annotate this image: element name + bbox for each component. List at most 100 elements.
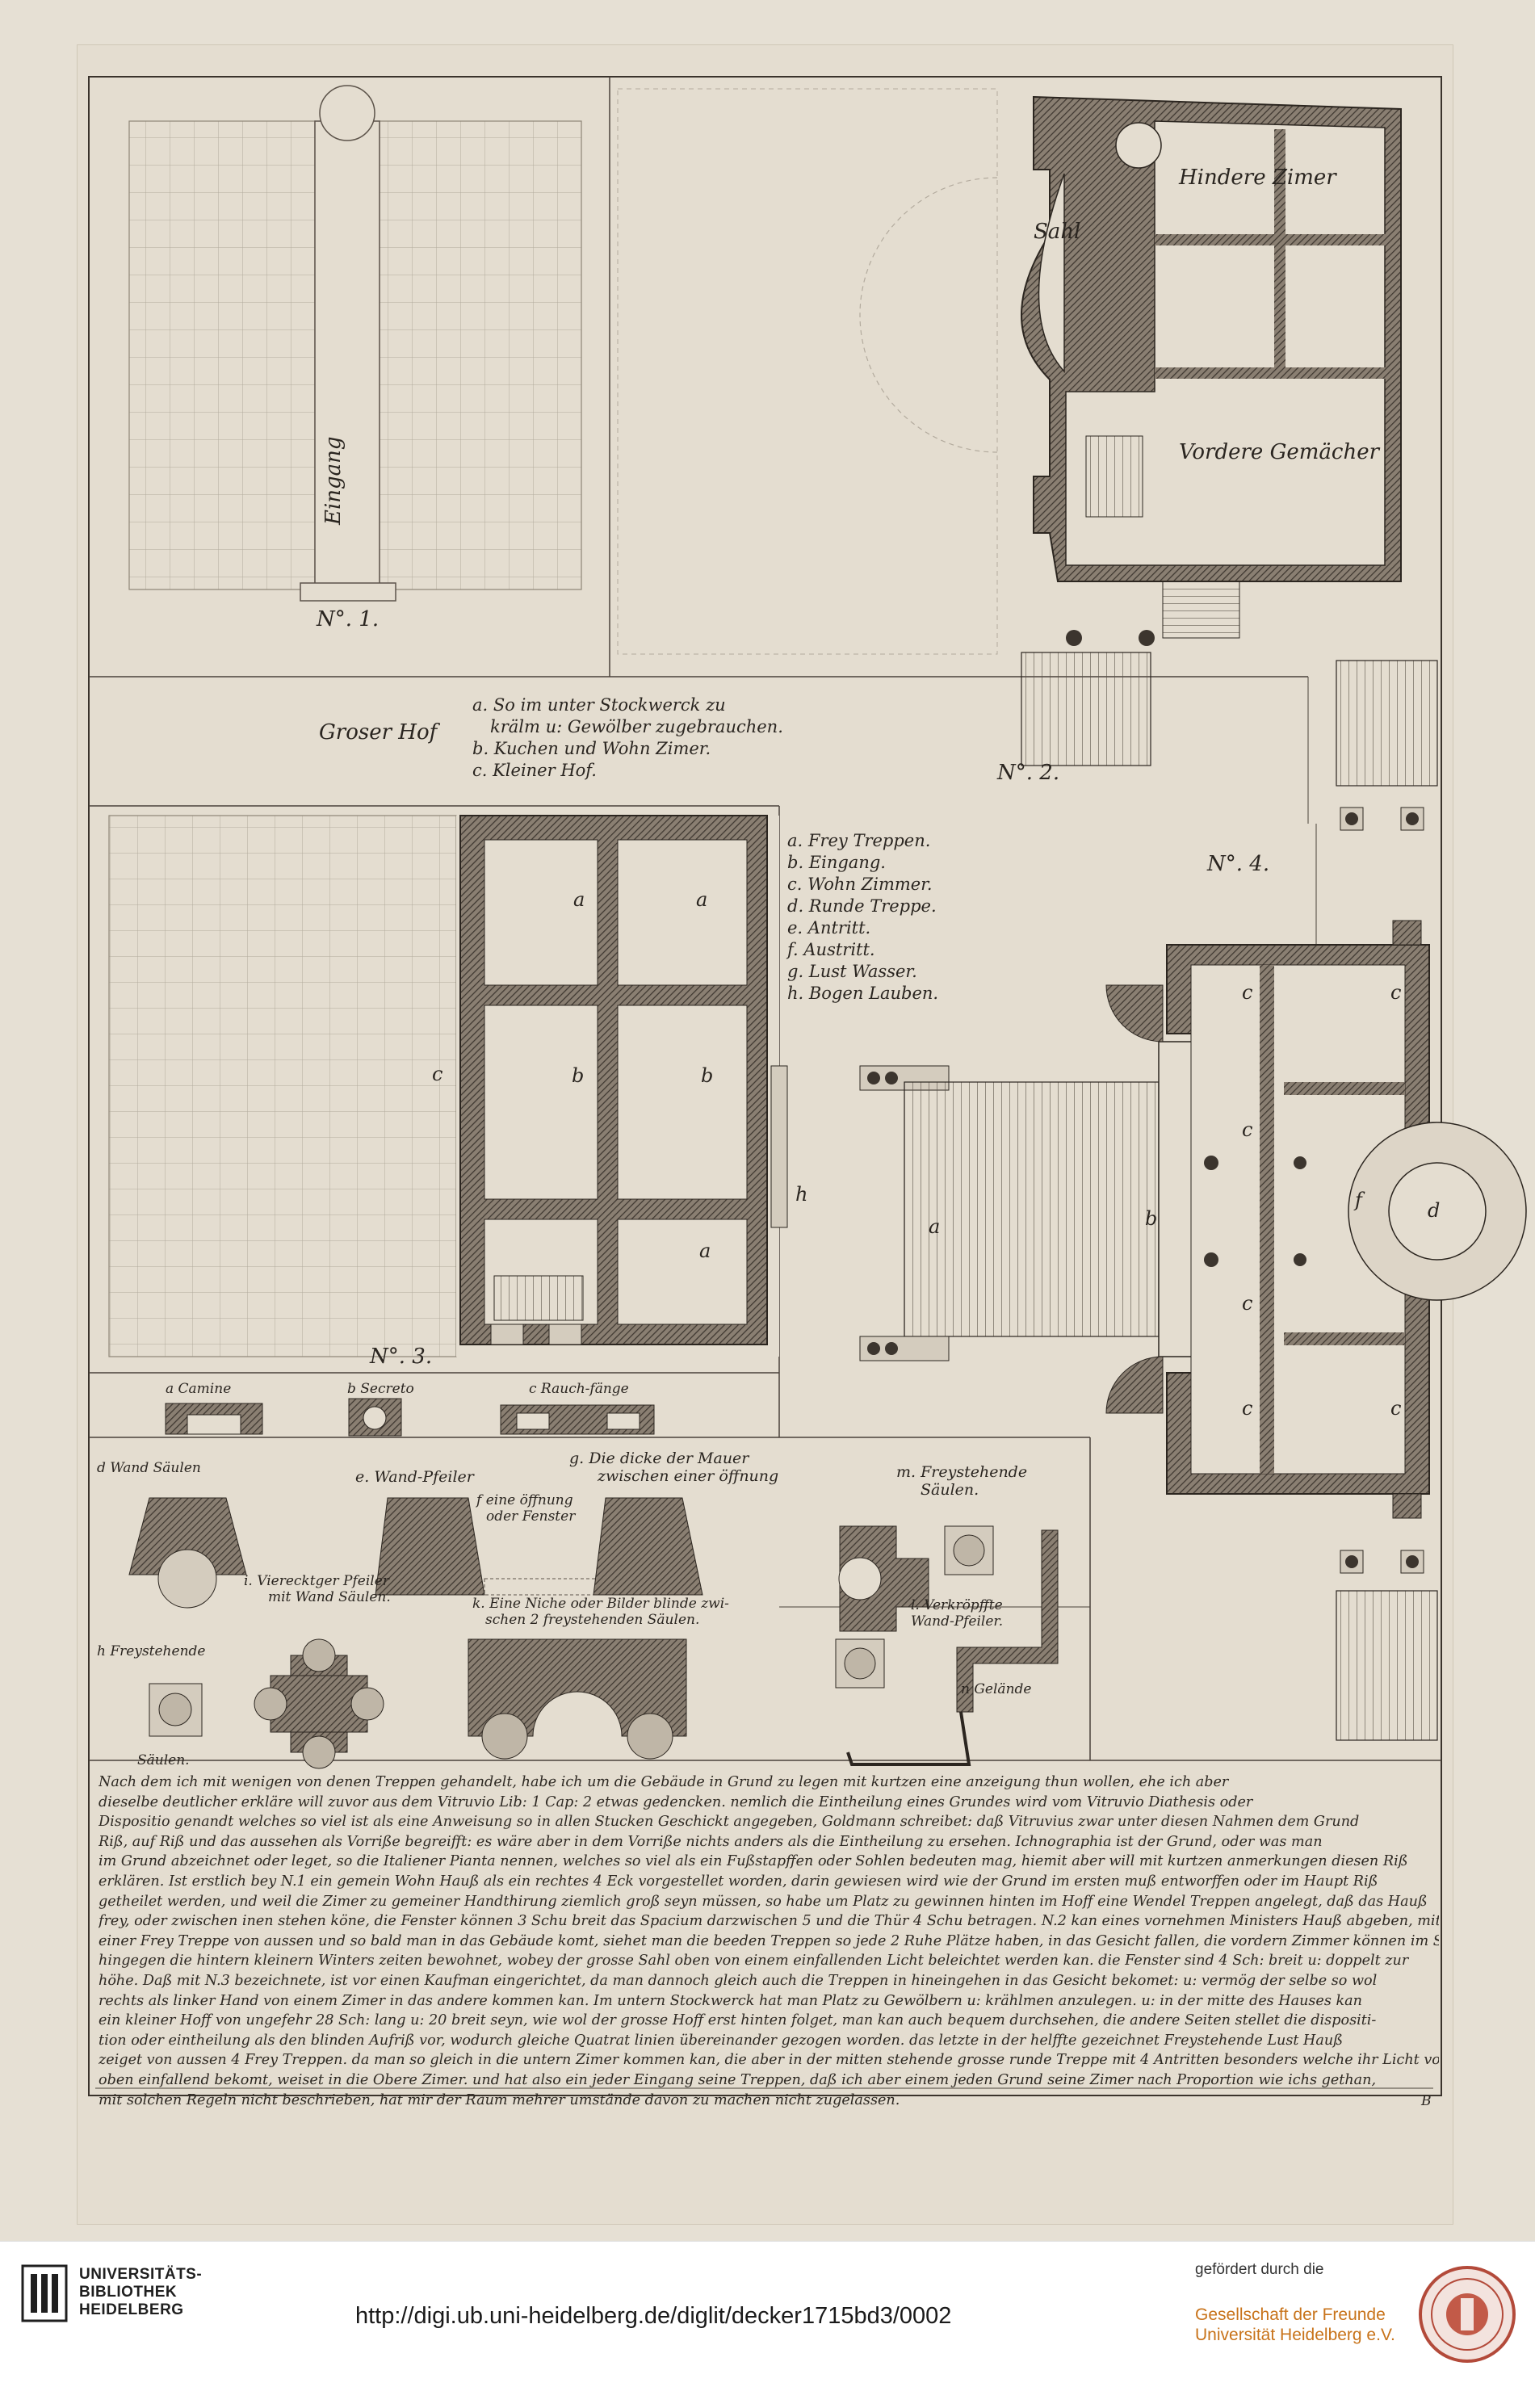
legend-no4-f: f. Austritt. xyxy=(787,940,875,959)
description-line: einer Frey Treppe von aussen und so bald… xyxy=(99,1932,1439,1949)
plan-no4-letter-a: a xyxy=(929,1215,941,1238)
label-freystehende-top: m. Freystehende Säulen. xyxy=(896,1463,1027,1499)
plate-border xyxy=(88,76,1442,2096)
label-rauchfaenge: c Rauch-fänge xyxy=(529,1381,629,1397)
library-name: UNIVERSITÄTS- BIBLIOTHEK HEIDELBERG xyxy=(79,2266,202,2319)
label-oeffnung-2: oder Fenster xyxy=(486,1508,576,1525)
university-seal-icon xyxy=(1417,2254,1518,2399)
label-gelaender: n Gelände xyxy=(961,1681,1032,1697)
plan-no4-letter-c2: c xyxy=(1390,981,1402,1004)
legend-no3-a-cont: krälm u: Gewölber zugebrauchen. xyxy=(490,717,783,736)
description-line: frey, oder zwischen inen stehen köne, di… xyxy=(99,1913,1439,1930)
description-line: oben einfallend bekomt, weiset in die Ob… xyxy=(99,2071,1377,2088)
legend-no4-d: d. Runde Treppe. xyxy=(787,896,937,916)
label-wand-saeulen: d Wand Säulen xyxy=(97,1460,201,1476)
label-plan-no4: N°. 4. xyxy=(1207,852,1270,876)
plan-no3 xyxy=(108,815,788,1357)
label-oeffnung: f eine öffnung oder Fenster xyxy=(476,1492,575,1525)
label-niche-2: schen 2 freystehenden Säulen. xyxy=(485,1612,700,1628)
label-freystehende-h-1: h Freystehende xyxy=(97,1643,206,1659)
label-verkroepfte-2: Wand-Pfeiler. xyxy=(911,1613,1004,1630)
plan-no4-top-steps xyxy=(1336,660,1438,831)
plan-no3-letter-h: h xyxy=(795,1183,808,1206)
description-line: getheilet werden, und weil die Zimer zu … xyxy=(99,1893,1428,1910)
detail-chimney-row xyxy=(165,1398,655,1437)
description-line: Dispositio genandt welches so viel ist a… xyxy=(99,1814,1360,1831)
label-entrance: Eingang xyxy=(321,436,346,525)
description-line: mit solchen Regeln nicht beschrieben, ha… xyxy=(99,2091,900,2108)
legend-no3-c: c. Kleiner Hof. xyxy=(472,761,597,780)
plan-no3-letter-a1: a xyxy=(573,888,585,911)
label-court: Groser Hof xyxy=(319,720,438,745)
label-mauer: g. Die dicke der Mauer zwischen einer öf… xyxy=(569,1449,778,1485)
label-freystehende-h: h Freystehende Säulen. xyxy=(97,1643,205,1768)
label-freystehende-top-2: Säulen. xyxy=(921,1481,979,1499)
label-wand-pfeiler: e. Wand-Pfeiler xyxy=(355,1468,474,1486)
library-name-1: UNIVERSITÄTS- xyxy=(79,2266,203,2283)
label-vierecket: i. Vierecktger Pfeiler mit Wand Säulen. xyxy=(244,1573,391,1605)
label-camine: a Camine xyxy=(166,1381,232,1397)
plan-no3-letter-b2: b xyxy=(701,1064,714,1087)
legend-no4: a. Frey Treppen. b. Eingang. c. Wohn Zim… xyxy=(787,830,938,1005)
description-line: rechts als linker Hand von einem Zimer i… xyxy=(99,1992,1362,2009)
legend-no4-g: g. Lust Wasser. xyxy=(787,962,917,981)
sponsor-name: Gesellschaft der Freunde Universität Hei… xyxy=(1195,2305,1395,2345)
description-line: tion oder eintheilung als den blinden Au… xyxy=(99,2032,1343,2049)
label-verkroepfte: l. Verkröpffte Wand-Pfeiler. xyxy=(911,1597,1003,1630)
plan-no4-letter-c1: c xyxy=(1242,981,1253,1004)
library-name-3: HEIDELBERG xyxy=(79,2301,184,2318)
label-secreto: b Secreto xyxy=(347,1381,414,1397)
label-mauer-1: g. Die dicke der Mauer xyxy=(569,1449,749,1467)
sponsor-name-2: Universität Heidelberg e.V. xyxy=(1195,2326,1395,2344)
legend-no4-h: h. Bogen Lauben. xyxy=(787,984,939,1003)
description-line: hingegen die hintern kleinern Winters ze… xyxy=(99,1953,1409,1970)
plan-no4-letter-c4: c xyxy=(1242,1292,1253,1315)
label-front-rooms: Vordere Gemächer xyxy=(1179,440,1380,464)
library-name-2: BIBLIOTHEK xyxy=(79,2284,178,2301)
legend-no4-b: b. Eingang. xyxy=(787,853,886,872)
description-line: im Grund abzeichnet oder leget, so die I… xyxy=(99,1853,1408,1870)
scanned-page: Eingang N°. 1. Sahl Hindere Zimer Vorder… xyxy=(0,0,1535,2241)
label-niche: k. Eine Niche oder Bilder blinde zwi- sc… xyxy=(472,1596,729,1628)
detail-pillars xyxy=(128,1497,1059,1769)
sponsor-name-1: Gesellschaft der Freunde xyxy=(1195,2305,1386,2324)
description-line: dieselbe deutlicher erkläre will zuvor a… xyxy=(99,1793,1253,1810)
plan-no1 xyxy=(128,85,582,602)
description-line: erklären. Ist erstlich bey N.1 ein gemei… xyxy=(99,1873,1378,1890)
source-url-link[interactable]: http://digi.ub.uni-heidelberg.de/diglit/… xyxy=(355,2303,952,2329)
plan-no2 xyxy=(617,88,1402,766)
label-freystehende-top-1: m. Freystehende xyxy=(896,1463,1028,1481)
footer-bar: UNIVERSITÄTS- BIBLIOTHEK HEIDELBERG http… xyxy=(0,2241,1535,2408)
plan-no4-letter-f: f xyxy=(1355,1189,1362,1211)
legend-no3-a: a. So im unter Stockwerck zu xyxy=(472,695,726,715)
description-line: Nach dem ich mit wenigen von denen Trepp… xyxy=(99,1774,1229,1790)
label-rear-rooms: Hindere Zimer xyxy=(1179,166,1336,190)
description-paragraph: Nach dem ich mit wenigen von denen Trepp… xyxy=(99,1772,1439,2110)
plan-no3-letter-a3: a xyxy=(699,1240,711,1262)
plan-no4-letter-d: d xyxy=(1428,1199,1441,1222)
plan-no4-letter-b: b xyxy=(1145,1207,1158,1230)
description-line: höhe. Daß mit N.3 bezeichnete, ist vor e… xyxy=(99,1972,1378,1989)
plan-no3-letter-c: c xyxy=(432,1063,443,1085)
legend-no3: a. So im unter Stockwerck zu krälm u: Ge… xyxy=(472,694,783,782)
legend-no4-e: e. Antritt. xyxy=(787,918,871,938)
plan-no4-letter-c5: c xyxy=(1242,1397,1253,1420)
label-freystehende-h-2: Säulen. xyxy=(137,1752,190,1768)
label-vierecket-2: mit Wand Säulen. xyxy=(268,1589,391,1605)
label-hall: Sahl xyxy=(1034,220,1081,244)
label-vierecket-1: i. Vierecktger Pfeiler xyxy=(244,1573,389,1589)
label-oeffnung-1: f eine öffnung xyxy=(476,1492,573,1508)
label-plan-no3: N°. 3. xyxy=(370,1345,433,1369)
description-line: ein kleiner Hoff von ungefehr 28 Sch: la… xyxy=(99,2012,1377,2029)
label-plan-no2: N°. 2. xyxy=(997,761,1060,785)
description-line: Riß, auf Riß und das aussehen als Vorriß… xyxy=(99,1833,1323,1850)
sheet-mark: B xyxy=(1421,2093,1432,2109)
plan-no4-letter-c6: c xyxy=(1390,1397,1402,1420)
library-logo-icon xyxy=(21,2264,68,2322)
legend-no4-a: a. Frey Treppen. xyxy=(787,831,931,850)
label-verkroepfte-1: l. Verkröpffte xyxy=(911,1597,1003,1613)
plan-no3-letter-a2: a xyxy=(696,888,708,911)
plan-no4 xyxy=(859,920,1527,1741)
label-mauer-2: zwischen einer öffnung xyxy=(598,1467,779,1485)
label-niche-1: k. Eine Niche oder Bilder blinde zwi- xyxy=(472,1596,729,1612)
